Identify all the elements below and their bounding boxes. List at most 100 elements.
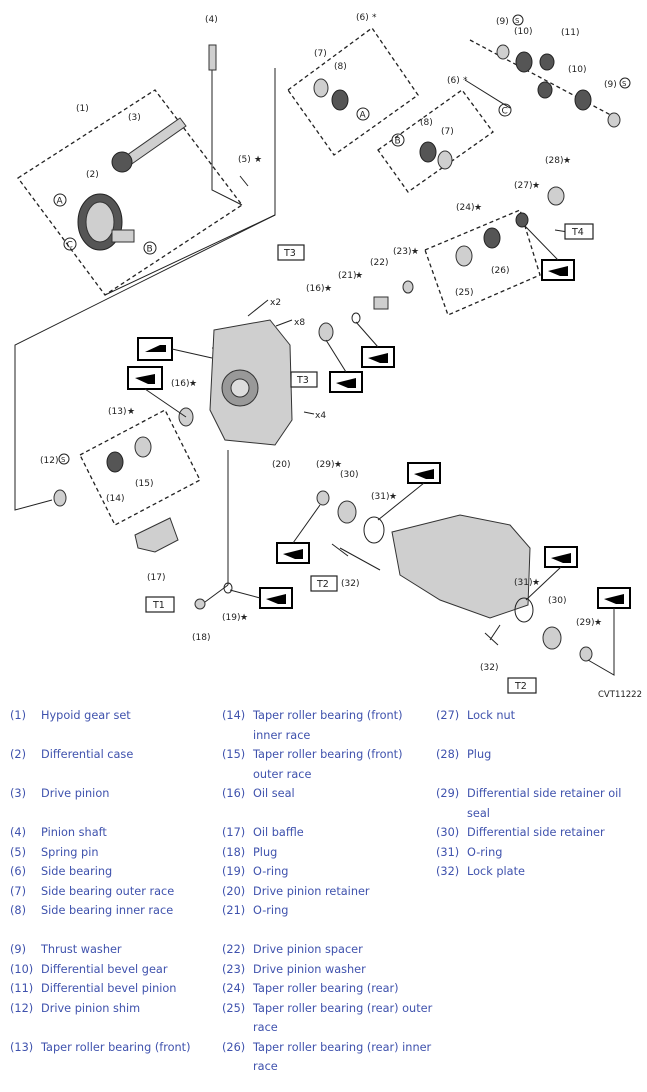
legend-text: Taper roller bearing (rear) inner race: [253, 1040, 432, 1074]
legend-item: (29)Differential side retainer oil seal: [436, 784, 641, 823]
selective-part-letter: S: [622, 80, 627, 88]
apply-oil-icon: [259, 587, 293, 609]
callout-23: (23): [393, 247, 411, 257]
legend-item: (31)O-ring: [436, 843, 641, 863]
drive-pinion-washer-part: [402, 280, 414, 294]
leader-line: [525, 566, 562, 601]
legend-number: (14): [222, 709, 246, 722]
callout-16: (16): [306, 284, 324, 294]
callout-14: (14): [106, 494, 124, 504]
callout-31: (31): [514, 578, 532, 588]
bolt-t3-a: [247, 299, 269, 317]
drive-pinion-part: [111, 117, 187, 173]
rear-bearing-outline: [424, 209, 541, 316]
torque-box-t3-mid: [290, 371, 318, 388]
legend-item: (18)Plug: [222, 843, 434, 863]
legend-item: (12)Drive pinion shim: [10, 999, 220, 1019]
callout-32: (32): [341, 579, 359, 589]
callout-24: (24): [456, 203, 474, 213]
callout-8: (8): [420, 118, 433, 128]
legend-text: Differential side retainer: [467, 826, 605, 839]
drive-pinion-retainer-part: [209, 319, 293, 446]
legend-text: Pinion shaft: [41, 826, 107, 839]
torque-label-t2-left: T2: [316, 579, 329, 590]
bolt-t3-c: [303, 411, 315, 415]
selective-part-letter: S: [515, 17, 520, 25]
bevel-gear-guide-line: [469, 39, 621, 121]
apply-oil-icon: [597, 587, 631, 609]
legend-text: Taper roller bearing (front) inner race: [253, 709, 403, 742]
legend-number: (28): [436, 748, 460, 761]
legend-text: O-ring: [253, 865, 289, 878]
side-bearing-outer-race-part-1: [313, 78, 329, 98]
legend-text: Taper roller bearing (front): [41, 1040, 191, 1054]
legend-text: Drive pinion spacer: [253, 943, 363, 956]
drive-pinion-spacer-part: [373, 296, 389, 310]
apply-oil-icon: [127, 366, 163, 390]
taper-roller-bearing-rear-inner-race-part: [483, 227, 501, 249]
star-icon: ★: [532, 181, 540, 191]
callout-18: (18): [192, 633, 210, 643]
marker-c-circle: [63, 237, 77, 251]
drive-pinion-shim-part: [53, 489, 67, 507]
legend-item: (32)Lock plate: [436, 862, 641, 882]
lock-nut-part: [515, 212, 529, 228]
bolt-count-x8: x8: [294, 318, 305, 328]
legend-number: (32): [436, 865, 460, 878]
diagram-code: CVT11222: [598, 690, 642, 700]
callout-20: (20): [272, 460, 290, 470]
legend-text: Taper roller bearing (front) outer race: [253, 748, 403, 781]
star-icon: ★: [334, 460, 342, 470]
taper-roller-bearing-front-inner-race-part: [106, 451, 124, 473]
apply-oil-icon: [407, 462, 441, 484]
torque-label-t1: T1: [152, 600, 165, 611]
legend-text: Drive pinion: [41, 787, 110, 800]
marker-c: C: [67, 241, 73, 251]
legend-item: (6)Side bearing: [10, 862, 220, 882]
legend-text: Spring pin: [41, 845, 99, 859]
apply-oil-icon: [361, 346, 395, 368]
legend-column-1: (1)Hypoid gear set (2)Differential case …: [10, 706, 220, 1057]
legend-text: Drive pinion shim: [41, 1001, 141, 1015]
star-icon: ★: [563, 156, 571, 166]
callout-29: (29): [576, 618, 594, 628]
torque-box-t3-top: [277, 244, 305, 261]
legend-number: (31): [436, 845, 460, 859]
star-icon: ★: [324, 284, 332, 294]
o-ring-19-part: [223, 582, 233, 594]
lock-plate-part-2: [484, 632, 499, 646]
bolt-t3-b: [275, 319, 293, 327]
legend-item: (10)Differential bevel gear: [10, 960, 220, 980]
differential-side-retainer-part-2: [542, 626, 562, 650]
selective-part-icon: [512, 14, 524, 26]
legend-item: (2)Differential case: [10, 745, 220, 765]
callout-6: (6): [447, 76, 460, 86]
legend-item: (1)Hypoid gear set: [10, 706, 220, 726]
differential-case-part: [77, 193, 135, 251]
oil-baffle-part: [134, 517, 179, 553]
o-ring-31-part-2: [514, 597, 534, 623]
leader-line: [325, 339, 347, 373]
legend-number: (6): [10, 865, 27, 878]
legend-number: (25): [222, 1001, 246, 1015]
legend-number: (21): [222, 904, 246, 917]
legend-text: Differential case: [41, 748, 134, 761]
torque-label-t3-mid: T3: [296, 375, 309, 386]
legend-item: (21)O-ring: [222, 901, 434, 921]
callout-4: (4): [205, 15, 218, 25]
leader-line: [144, 388, 187, 418]
legend-number: (24): [222, 982, 246, 995]
marker-c-circle: [498, 103, 512, 117]
callout-9: (9): [496, 17, 509, 27]
legend-item: (27)Lock nut: [436, 706, 641, 726]
legend-item: (30) Differential side retainer: [436, 823, 641, 843]
legend-text: Differential side retainer oil seal: [467, 787, 622, 820]
leader-line: [355, 321, 379, 348]
side-bearing-outline-2: [377, 89, 494, 193]
apply-oil-icon: [541, 259, 575, 281]
legend-number: (22): [222, 943, 246, 956]
legend-number: (30): [436, 826, 460, 839]
callout-1: (1): [76, 104, 89, 114]
legend-number: (27): [436, 709, 460, 722]
asterisk-icon: *: [372, 13, 377, 23]
